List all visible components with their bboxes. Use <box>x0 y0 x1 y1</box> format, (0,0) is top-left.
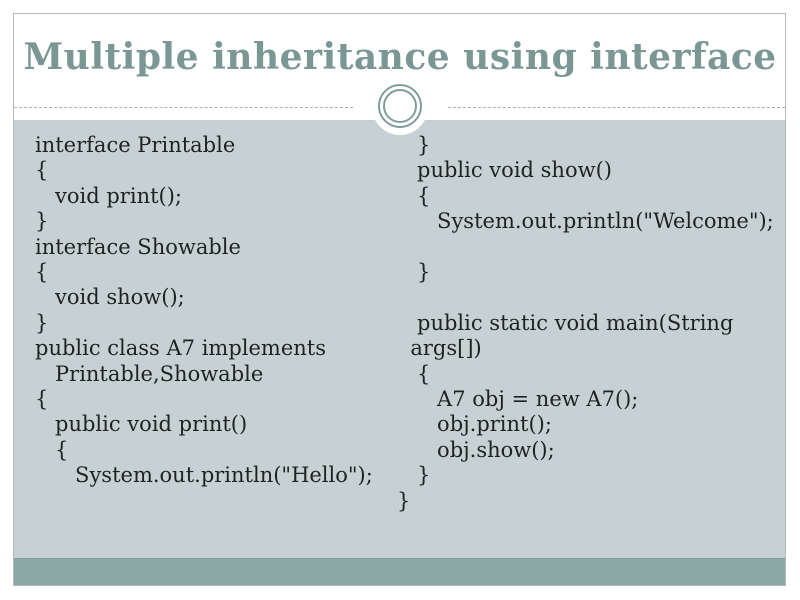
code-line: { <box>35 387 49 412</box>
code-line: interface Showable <box>35 234 241 259</box>
code-line: System.out.println("Hello"); <box>35 463 373 488</box>
code-line: void print(); <box>35 183 182 208</box>
code-line: public class A7 implements <box>35 336 327 361</box>
divider-dash-left <box>14 107 353 108</box>
code-line: } <box>397 488 411 513</box>
slide-body-background <box>14 120 785 558</box>
code-line: args[]) <box>397 336 482 361</box>
code-line: void show(); <box>35 285 185 310</box>
code-line: A7 obj = new A7(); <box>397 387 639 412</box>
code-line: obj.print(); <box>397 412 552 437</box>
code-line: { <box>35 437 69 462</box>
circle-ornament-icon <box>378 84 422 128</box>
code-line <box>397 285 774 310</box>
code-line: } <box>35 209 49 234</box>
slide-title: Multiple inheritance using interface <box>23 36 777 78</box>
code-line: obj.show(); <box>397 437 555 462</box>
code-line: System.out.println("Welcome"); <box>397 209 774 234</box>
code-line <box>397 235 774 260</box>
code-line: public void print() <box>35 412 248 437</box>
code-line: { <box>397 183 431 208</box>
circle-ornament-inner-ring <box>383 89 417 123</box>
code-line: public static void main(String <box>397 310 734 335</box>
code-line: interface Printable <box>35 133 236 157</box>
code-line: { <box>397 361 431 386</box>
code-line: } <box>397 260 431 285</box>
code-column-right: } public void show() { System.out.printl… <box>397 133 774 514</box>
code-line: public void show() <box>397 158 612 183</box>
code-line: } <box>35 310 49 335</box>
code-column-left: interface Printable{ void print();}inter… <box>35 133 373 489</box>
code-line: } <box>397 133 431 157</box>
code-line: { <box>35 158 49 183</box>
code-line: { <box>35 260 49 285</box>
code-line: } <box>397 463 431 488</box>
bottom-accent-bar <box>14 558 785 585</box>
divider-dash-right <box>448 107 785 108</box>
code-line: Printable,Showable <box>35 361 264 386</box>
